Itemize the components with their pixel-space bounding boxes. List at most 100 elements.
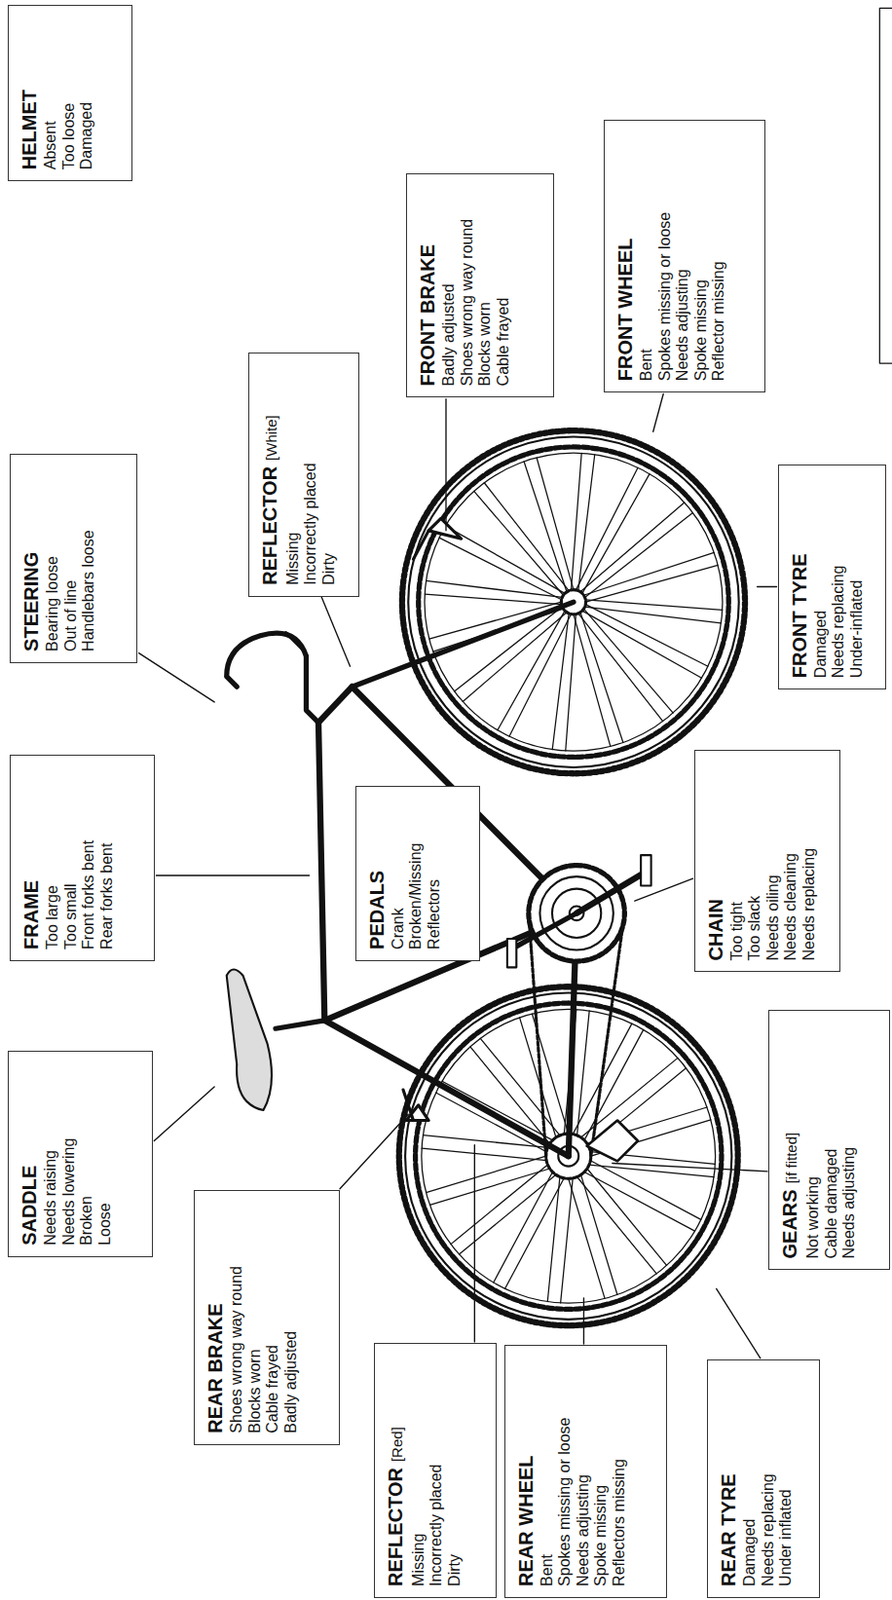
fault-item: Reflectors missing: [610, 1458, 628, 1587]
box-item-row: Out of line: [62, 464, 81, 652]
part-name: STEERING: [20, 552, 42, 652]
fault-item: Needs oiling: [764, 874, 781, 961]
box-item-row: Damaged: [741, 1370, 760, 1587]
spoke: [587, 1168, 668, 1265]
fault-item: Absent: [41, 120, 59, 170]
fault-box: REAR BRAKEShoes wrong way roundBlocks wo…: [193, 1189, 340, 1446]
fault-item: Needs replacing: [829, 565, 847, 679]
handlebars: [226, 632, 319, 723]
box-item-row: Shoes wrong way round: [458, 184, 478, 387]
box-item-row: Not working: [804, 1020, 823, 1259]
spoke: [578, 613, 664, 722]
box-item-row: Too tight: [728, 760, 747, 961]
part-name: REFLECTOR: [384, 1467, 407, 1587]
box-item-row: Incorrectly placed: [301, 363, 321, 585]
fault-item: Bearing loose: [43, 556, 61, 652]
box-heading-row: PEDALS: [365, 796, 389, 950]
part-name: HELMET: [18, 89, 40, 170]
fault-item: Damaged: [812, 610, 829, 678]
fault-item: Out of line: [62, 580, 79, 652]
box-item-row: Damaged: [812, 475, 831, 679]
spoke: [578, 454, 595, 592]
spoke: [454, 606, 563, 692]
fault-item: Spokes missing or loose: [556, 1416, 573, 1586]
fault-box: REAR TYREDamagedNeeds replacingUnder inf…: [706, 1359, 819, 1599]
fault-box: REAR WHEELBentSpokes missing or looseNee…: [504, 1344, 669, 1599]
fault-item: Reflector missing: [709, 260, 727, 381]
spoke: [590, 1160, 701, 1221]
fault-box: FRAMEToo largeToo smallFront forks bentR…: [9, 754, 155, 962]
box-item-row: Bent: [637, 130, 657, 381]
box-item-row: Reflectors: [425, 796, 445, 950]
fault-item: Broken: [77, 1195, 95, 1246]
fault-item: Bent: [637, 348, 655, 381]
box-item-row: Needs replacing: [829, 475, 849, 679]
fault-item: Needs raising: [41, 1150, 59, 1246]
spoke: [445, 525, 565, 594]
spoke: [523, 461, 567, 593]
fault-item: Shoes wrong way round: [458, 219, 476, 387]
fault-item: Damaged: [741, 1519, 758, 1587]
part-name: PEDALS: [366, 870, 388, 950]
part-name: GEARS: [779, 1189, 801, 1259]
box-item-row: Needs raising: [41, 1061, 61, 1246]
box-item-row: Needs oiling: [764, 760, 783, 961]
box-item-row: Needs lowering: [60, 1061, 79, 1246]
spoke: [552, 613, 569, 750]
fault-item: Front forks bent: [79, 840, 97, 950]
box-heading-row: REAR BRAKE: [203, 1200, 227, 1434]
box-item-row: Missing: [284, 363, 303, 585]
fault-item: Needs adjusting: [673, 268, 691, 381]
fault-item: Dirty: [446, 1554, 463, 1587]
spoke: [450, 1164, 548, 1245]
spoke: [560, 1178, 574, 1303]
fault-item: Missing: [284, 532, 301, 586]
box-item-row: Incorrectly placed: [427, 1353, 446, 1587]
spoke: [458, 1174, 556, 1255]
saddle: [226, 968, 272, 1111]
fault-item: Dirty: [320, 553, 337, 586]
spoke: [589, 1164, 714, 1178]
fault-item: Too slack: [745, 895, 763, 962]
box-item-row: Blocks worn: [476, 184, 495, 387]
spoke: [581, 1174, 618, 1295]
partial-box: [879, 7, 892, 364]
box-heading-row: FRONT TYRE: [787, 475, 812, 679]
box-heading-row: SADDLE: [17, 1061, 41, 1246]
spoke: [568, 1178, 605, 1299]
fault-item: Handlebars loose: [79, 529, 97, 652]
fault-item: Crank: [389, 907, 407, 950]
box-item-row: Crank: [389, 796, 409, 950]
spoke: [480, 1038, 560, 1135]
fault-item: Damaged: [77, 102, 95, 170]
part-name: FRAME: [20, 880, 42, 950]
spoke: [582, 474, 650, 595]
part-name: REAR TYRE: [717, 1473, 740, 1587]
fault-item: Not working: [804, 1176, 821, 1259]
fault-box: REFLECTOR[Red]MissingIncorrectly placedD…: [373, 1342, 498, 1599]
box-heading-row: FRONT WHEEL: [613, 130, 637, 381]
spoke: [424, 594, 561, 605]
fault-item: Cable frayed: [263, 1344, 281, 1434]
fault-item: Cable frayed: [494, 297, 512, 387]
box-item-row: Missing: [409, 1353, 429, 1587]
box-item-row: Dirty: [446, 1353, 465, 1587]
part-name: REAR WHEEL: [515, 1454, 537, 1586]
box-item-row: Needs adjusting: [840, 1020, 859, 1259]
box-heading-row: FRONT BRAKE: [415, 184, 440, 387]
fault-item: Incorrectly placed: [427, 1464, 445, 1587]
part-name: CHAIN: [705, 898, 727, 961]
box-heading-row: CHAIN: [704, 760, 728, 961]
box-item-row: Reflectors missing: [610, 1355, 630, 1587]
fault-item: Too large: [43, 885, 61, 950]
box-item-row: Spokes missing or loose: [556, 1355, 575, 1587]
box-heading-row: HELMET: [17, 15, 41, 170]
spoke: [436, 1092, 547, 1153]
box-item-row: Loose: [96, 1061, 115, 1246]
spoke: [580, 612, 624, 744]
fault-item: Cable damaged: [822, 1149, 840, 1260]
part-name: FRONT BRAKE: [416, 244, 439, 387]
fault-item: Needs cleaning: [781, 853, 799, 961]
box-heading-row: REAR TYRE: [716, 1370, 741, 1587]
